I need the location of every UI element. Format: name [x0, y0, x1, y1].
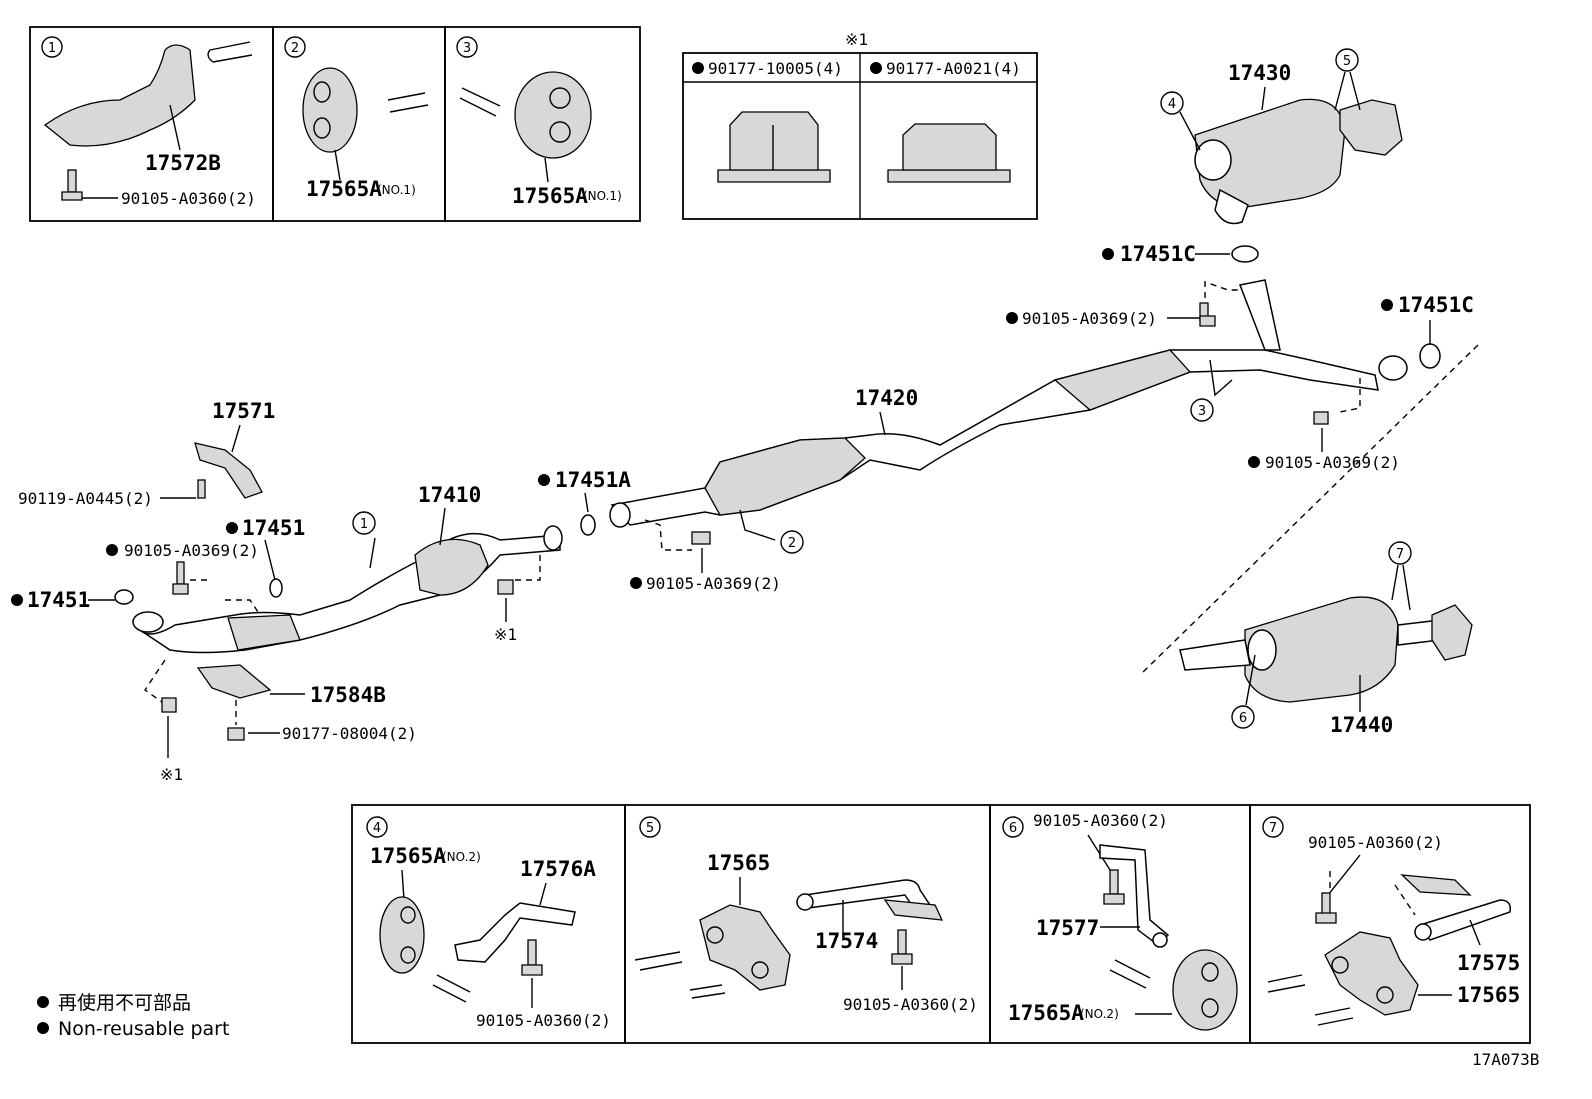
callout-6-main: 6 — [1239, 711, 1247, 726]
part-17572B: 17572B — [145, 151, 221, 175]
part-17565-box5: 17565 — [707, 851, 770, 875]
part-17451C-upper: 17451C — [1120, 242, 1196, 266]
part-17565A-box6: 17565A — [1008, 1001, 1084, 1025]
muffler-17440 — [1179, 596, 1473, 703]
part-90105-A0360-box6: 90105-A0360(2) — [1033, 811, 1168, 830]
ref-mark-center: ※1 — [494, 625, 517, 644]
nut-90177-10005 — [729, 111, 819, 171]
ref-mark-left: ※1 — [160, 765, 183, 784]
insulator-17584B — [196, 664, 272, 699]
part-90105-A0369-center: 90105-A0369(2) — [646, 574, 781, 593]
nut-90177-A0021 — [902, 123, 997, 171]
part-90105-A0360-box5: 90105-A0360(2) — [843, 995, 978, 1014]
part-90119-A0445: 90119-A0445(2) — [18, 489, 153, 508]
part-17451A: 17451A — [555, 468, 631, 492]
callout-1-label: 1 — [48, 41, 56, 56]
part-90105-A0360-box1: 90105-A0360(2) — [121, 189, 256, 208]
part-17451C-right: 17451C — [1398, 293, 1474, 317]
legend-english: Non-reusable part — [58, 1018, 229, 1040]
part-17577: 17577 — [1036, 916, 1099, 940]
legend: 再使用不可部品 Non-reusable part — [37, 992, 229, 1040]
front-pipe-17410 — [132, 525, 563, 654]
part-90105-A0369-right: 90105-A0369(2) — [1265, 453, 1400, 472]
part-17565A-box3: 17565A — [512, 184, 588, 208]
detail-box-7: 7 90105-A0360(2) 17575 17565 — [1249, 804, 1531, 1044]
detail-box-5: 5 17565 17574 90105-A0360(2) — [624, 804, 991, 1044]
part-no1-box3: (NO.1) — [583, 189, 622, 203]
detail-box-1: 1 17572B 90105-A0360(2) — [29, 26, 274, 222]
hanger-17565A-box3 — [514, 71, 592, 159]
ref-mark-top: ※1 — [845, 30, 868, 49]
detail-box-3: 3 17565A (NO.1) — [444, 26, 641, 222]
part-17420: 17420 — [855, 386, 918, 410]
callout-1-main: 1 — [360, 517, 368, 532]
part-90177-10005: 90177-10005(4) — [708, 59, 843, 78]
part-17565A-box4: 17565A — [370, 844, 446, 868]
callout-7-main: 7 — [1396, 547, 1404, 562]
bracket-17572B — [43, 44, 196, 147]
part-17430: 17430 — [1228, 61, 1291, 85]
part-90105-A0369-left: 90105-A0369(2) — [124, 541, 259, 560]
part-17584B: 17584B — [310, 683, 386, 707]
part-17571: 17571 — [212, 399, 275, 423]
callout-3-main: 3 — [1198, 404, 1206, 419]
part-no1-box2: (NO.1) — [377, 183, 416, 197]
part-17410: 17410 — [418, 483, 481, 507]
detail-box-2: 2 17565A (NO.1) — [272, 26, 446, 222]
detail-box-6: 6 90105-A0360(2) 17577 17565A (NO.2) — [989, 804, 1251, 1044]
part-90177-08004: 90177-08004(2) — [282, 724, 417, 743]
bracket-17571 — [194, 442, 263, 499]
callout-7-box: 7 — [1269, 821, 1277, 836]
center-pipe-17420 — [609, 279, 1408, 528]
part-no2-box6: (NO.2) — [1080, 1007, 1119, 1021]
part-17440: 17440 — [1330, 713, 1393, 737]
callout-4-main: 4 — [1168, 97, 1176, 112]
callout-4-box: 4 — [373, 821, 381, 836]
part-17575: 17575 — [1457, 951, 1520, 975]
hanger-17565A-no1 — [302, 67, 358, 153]
callout-2-label: 2 — [291, 41, 299, 56]
part-17574: 17574 — [815, 929, 878, 953]
diagram-id: 17A073B — [1472, 1050, 1539, 1069]
part-90105-A0360-box7: 90105-A0360(2) — [1308, 833, 1443, 852]
detail-box-4: 4 17565A (NO.2) 17576A 90105-A0360(2) — [351, 804, 626, 1044]
part-17451-upper: 17451 — [242, 516, 305, 540]
nut-box: ※1 90177-10005(4) 90177-A0021(4) — [682, 30, 1038, 220]
muffler-17430 — [1194, 98, 1403, 225]
part-no2-box4: (NO.2) — [442, 850, 481, 864]
part-17565-box7: 17565 — [1457, 983, 1520, 1007]
part-90105-A0360-box4: 90105-A0360(2) — [476, 1011, 611, 1030]
part-90177-A0021: 90177-A0021(4) — [886, 59, 1021, 78]
part-90105-A0369-upper: 90105-A0369(2) — [1022, 309, 1157, 328]
callout-6-box: 6 — [1009, 821, 1017, 836]
part-17576A: 17576A — [520, 857, 596, 881]
legend-japanese: 再使用不可部品 — [58, 992, 191, 1014]
callout-3-label: 3 — [463, 41, 471, 56]
part-17451-left: 17451 — [27, 588, 90, 612]
callout-5-main: 5 — [1343, 54, 1351, 69]
callout-2-main: 2 — [788, 536, 796, 551]
part-17565A-box2: 17565A — [306, 177, 382, 201]
callout-5-box: 5 — [646, 821, 654, 836]
